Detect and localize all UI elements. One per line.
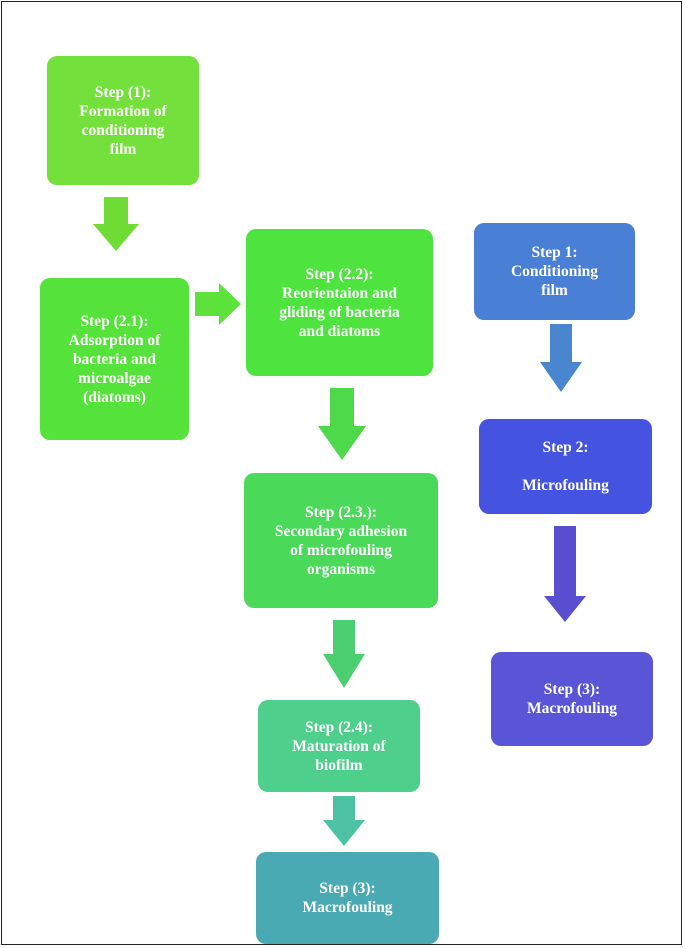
step-2-3-secondary-adhesion-box: Step (2.3.): Secondary adhesion of micro… — [244, 473, 438, 608]
arrow-down-step2-2-to-step2-3 — [318, 388, 366, 460]
step-2-2-reorientation-label: Step (2.2): Reorientaion and gliding of … — [279, 265, 400, 340]
step-2-4-maturation-box: Step (2.4): Maturation of biofilm — [258, 700, 420, 792]
arrow-down-step2-3-to-step2-4 — [323, 620, 365, 688]
arrow-down-right-step1-to-step2 — [540, 324, 582, 392]
step-2-1-adsorption-label: Step (2.1): Adsorption of bacteria and m… — [68, 312, 161, 406]
step-2-1-adsorption-box: Step (2.1): Adsorption of bacteria and m… — [40, 278, 189, 440]
arrow-down-step2-4-to-step3 — [323, 796, 365, 846]
arrow-right-step2-1-to-step2-2 — [195, 283, 241, 325]
right-step-3-macrofouling-label: Step (3): Macrofouling — [526, 681, 618, 717]
right-step-3-macrofouling-box: Step (3): Macrofouling — [491, 652, 653, 746]
step-2-4-maturation-label: Step (2.4): Maturation of biofilm — [292, 718, 386, 774]
arrow-down-step1-to-step2-1 — [93, 197, 139, 251]
arrow-down-right-step2-to-step3 — [544, 526, 586, 622]
right-step-2-microfouling-box: Step 2: Microfouling — [479, 419, 652, 514]
right-step-1-conditioning-box: Step 1: Conditioning film — [474, 223, 635, 320]
right-step-2-microfouling-label: Step 2: Microfouling — [522, 439, 609, 494]
step-2-3-secondary-adhesion-label: Step (2.3.): Secondary adhesion of micro… — [274, 503, 408, 578]
step-1-formation-label: Step (1): Formation of conditioning film — [79, 83, 167, 158]
step-2-2-reorientation-box: Step (2.2): Reorientaion and gliding of … — [246, 229, 433, 376]
right-step-1-conditioning-label: Step 1: Conditioning film — [510, 244, 598, 299]
step-3-macrofouling-label: Step (3): Macrofouling — [302, 880, 393, 916]
step-1-formation-box: Step (1): Formation of conditioning film — [47, 56, 199, 185]
step-3-macrofouling-box: Step (3): Macrofouling — [256, 852, 439, 944]
